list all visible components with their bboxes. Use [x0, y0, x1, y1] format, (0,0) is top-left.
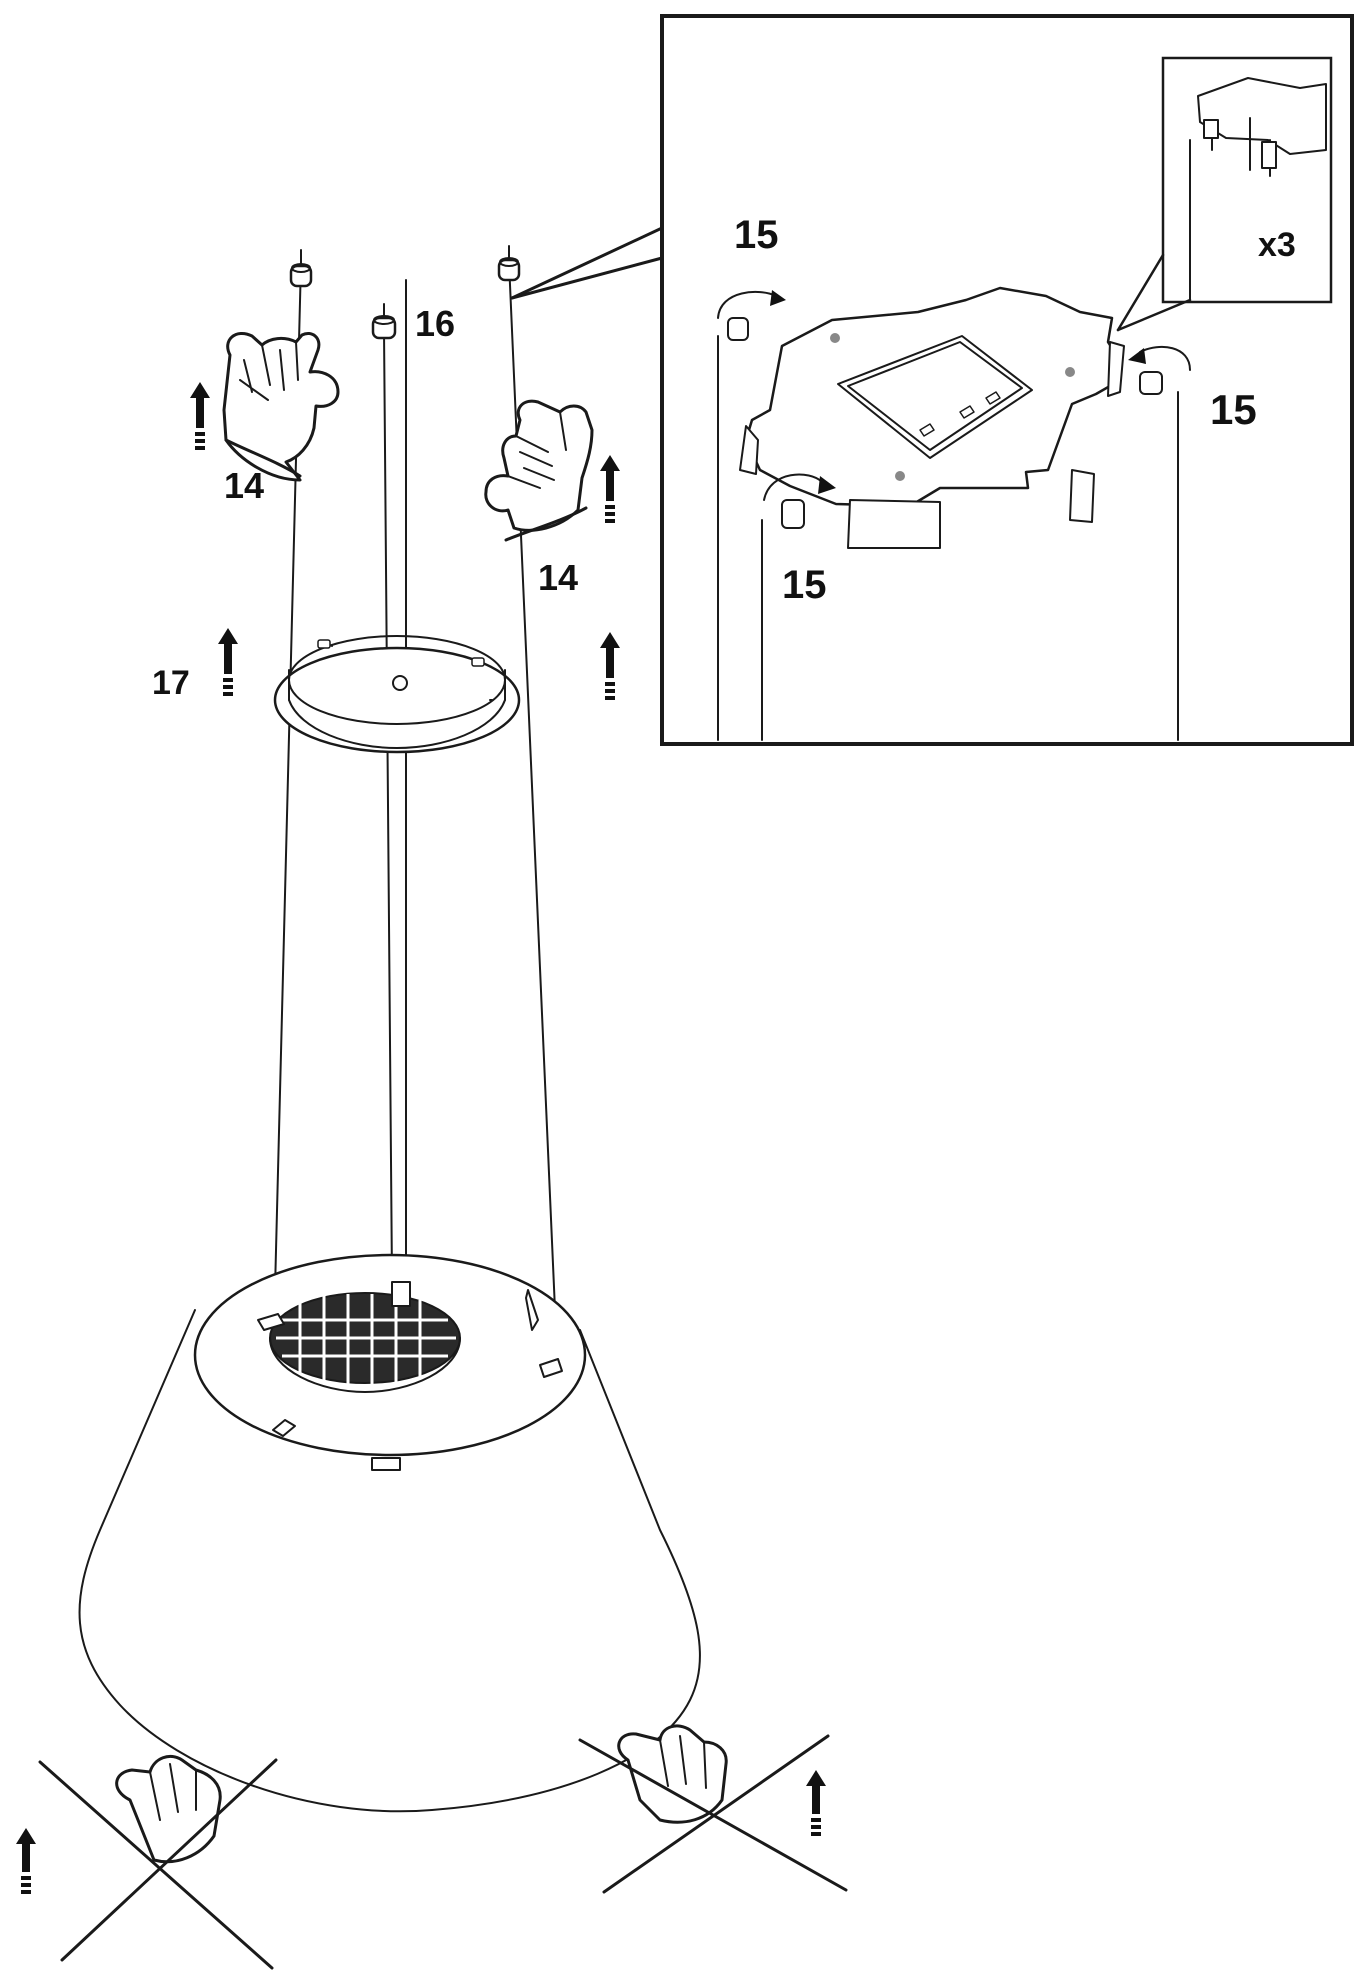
mini-inset	[1116, 56, 1333, 332]
label-16: 16	[415, 303, 455, 344]
arrow-up-left	[190, 382, 210, 450]
label-15-top: 15	[734, 213, 779, 257]
callout-leader	[510, 226, 664, 300]
label-x3: x3	[1258, 226, 1296, 264]
hand-left-pulling	[222, 331, 340, 482]
hand-bottom-left-crossed	[38, 1755, 278, 1970]
hand-right-pulling	[484, 399, 594, 542]
cable-ferrule-right	[497, 245, 521, 282]
label-15-bottom: 15	[782, 563, 827, 607]
suspension-cables	[274, 261, 556, 1311]
arrow-up-ring-right	[600, 632, 620, 700]
ceiling-ring	[273, 635, 521, 754]
cable-clamp-right	[1128, 345, 1191, 741]
cable-ferrule-left	[289, 249, 313, 288]
arrow-up-bottom-left	[16, 1828, 36, 1894]
label-14-right: 14	[538, 557, 578, 598]
cable-clamp-left	[717, 290, 786, 741]
arrow-up-bottom-right	[806, 1770, 826, 1836]
cable-clamp-bottom	[761, 473, 836, 741]
detail-inset	[660, 14, 1354, 746]
rod-ferrule-center	[371, 303, 397, 340]
hood-body	[78, 1253, 701, 1813]
arrow-up-right	[600, 455, 620, 523]
label-14-left: 14	[224, 465, 264, 506]
label-17: 17	[152, 664, 190, 702]
arrow-up-ring-left	[218, 628, 238, 696]
hand-bottom-right-crossed	[578, 1724, 848, 1894]
label-15-right: 15	[1210, 386, 1257, 433]
